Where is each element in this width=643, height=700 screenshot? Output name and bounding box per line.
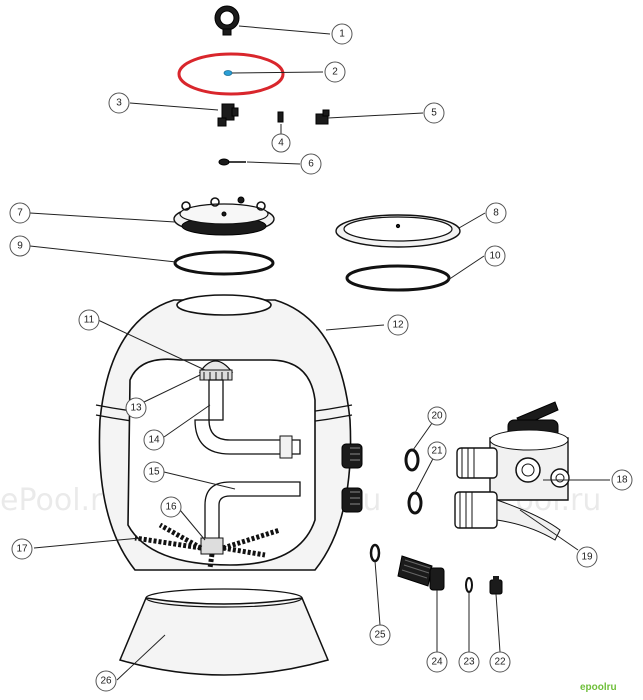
callout-24-label: 24 <box>431 657 443 668</box>
callout-19-label: 19 <box>581 552 593 563</box>
callout-7-label: 7 <box>17 208 23 219</box>
callout-4: 4 <box>271 133 291 153</box>
highlight-ring <box>177 52 285 96</box>
callout-1-label: 1 <box>339 29 345 40</box>
callout-22: 22 <box>489 651 511 673</box>
leader-lines <box>29 25 610 681</box>
callout-20-label: 20 <box>431 411 443 422</box>
callout-13: 13 <box>125 397 147 419</box>
callout-11-label: 11 <box>84 315 95 326</box>
callout-14-label: 14 <box>148 435 160 446</box>
part-laterals <box>134 522 281 569</box>
callout-21: 21 <box>427 441 447 461</box>
part-air-valve <box>217 103 239 127</box>
callout-17-label: 17 <box>16 544 28 555</box>
callout-9: 9 <box>9 235 31 257</box>
part-drain-plug <box>397 555 445 591</box>
part-tank-lid <box>173 196 275 236</box>
callout-19: 19 <box>576 546 598 568</box>
callout-22-label: 22 <box>494 657 506 668</box>
callout-12-label: 12 <box>392 320 404 331</box>
watermark-left: ePool.ru <box>0 483 121 518</box>
part-elbow-fitting <box>315 109 330 125</box>
callout-11: 11 <box>78 309 100 331</box>
part-oring-21 <box>407 491 423 515</box>
callout-5-label: 5 <box>431 108 437 119</box>
callout-10-label: 10 <box>489 251 501 262</box>
callout-15-label: 15 <box>148 467 160 478</box>
callout-20: 20 <box>427 406 447 426</box>
part-oring-23 <box>465 577 473 593</box>
callout-24: 24 <box>426 651 448 673</box>
callout-4-label: 4 <box>278 138 284 149</box>
callout-3-label: 3 <box>116 98 122 109</box>
part-oring-25 <box>369 543 381 563</box>
part-stand <box>118 588 330 676</box>
part-pressure-gauge <box>214 5 240 36</box>
callout-2-label: 2 <box>332 67 338 78</box>
callout-18: 18 <box>611 469 633 491</box>
part-screw-small <box>277 111 284 123</box>
part-central-pipe <box>194 379 301 459</box>
callout-23: 23 <box>458 651 480 673</box>
callout-26: 26 <box>95 670 117 692</box>
part-oring-9 <box>173 250 275 276</box>
part-2-small-item <box>177 52 285 96</box>
part-tank-body <box>95 294 363 571</box>
part-oring-10 <box>345 264 451 292</box>
callout-10: 10 <box>484 245 506 267</box>
callout-25: 25 <box>369 624 391 646</box>
callout-6: 6 <box>300 153 322 175</box>
callout-7: 7 <box>9 202 31 224</box>
callout-26-label: 26 <box>100 676 112 687</box>
callout-13-label: 13 <box>130 403 142 414</box>
callout-16: 16 <box>160 496 182 518</box>
callout-2: 2 <box>324 61 346 83</box>
callout-9-label: 9 <box>17 241 23 252</box>
part-pin <box>218 158 246 166</box>
callout-17: 17 <box>11 538 33 560</box>
callout-23-label: 23 <box>463 657 475 668</box>
callout-5: 5 <box>423 102 445 124</box>
callout-25-label: 25 <box>374 630 386 641</box>
callout-8: 8 <box>485 202 507 224</box>
callout-15: 15 <box>143 461 165 483</box>
part-drain-cap <box>489 576 503 595</box>
callout-14: 14 <box>143 429 165 451</box>
callout-8-label: 8 <box>493 208 499 219</box>
part-multiport-valve <box>454 401 570 541</box>
callouts: 1 2 3 4 5 6 7 8 9 10 11 12 13 14 15 16 1… <box>9 23 633 692</box>
callout-18-label: 18 <box>616 475 628 486</box>
part-oring-20 <box>404 448 420 472</box>
callout-12: 12 <box>387 314 409 336</box>
callout-1: 1 <box>331 23 353 45</box>
brand-logo-text: epoolru <box>580 682 617 693</box>
callout-16-label: 16 <box>165 502 177 513</box>
callout-6-label: 6 <box>308 159 314 170</box>
part-lid-ring <box>335 214 461 248</box>
callout-21-label: 21 <box>431 446 443 457</box>
callout-3: 3 <box>108 92 130 114</box>
